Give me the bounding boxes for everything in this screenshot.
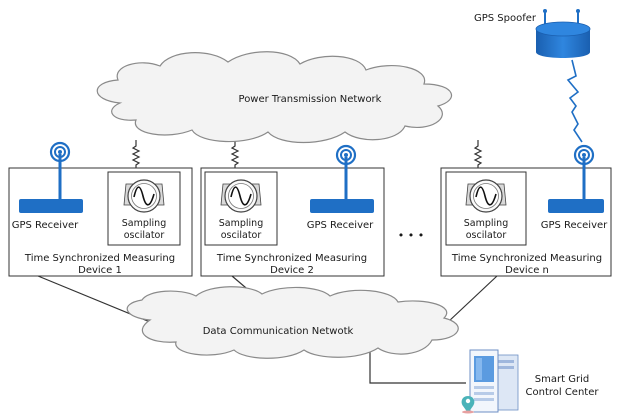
device-1: GPS Receiver Sampling oscilator Time Syn…: [8, 141, 193, 277]
gps-antenna-icon: [573, 144, 595, 199]
device-title-line2: Device n: [505, 265, 549, 276]
gps-spoofer-label: GPS Spoofer: [474, 13, 537, 24]
power-network-cloud: Power Transmission Network: [96, 51, 453, 144]
server-building-icon: [461, 349, 519, 414]
oscilloscope-icon: [220, 179, 262, 213]
gps-receiver-box: [548, 199, 604, 213]
oscillator-label-line1: Sampling: [464, 218, 508, 229]
oscillator-label-line2: oscilator: [124, 230, 165, 241]
gps-receiver-label: GPS Receiver: [541, 220, 608, 231]
gps-receiver-box: [19, 199, 83, 213]
data-network-cloud: Data Communication Netwotk: [126, 286, 459, 359]
power-network-label: Power Transmission Network: [239, 94, 382, 105]
spoofer-device-icon: [535, 9, 591, 58]
gps-antenna-icon: [49, 141, 71, 199]
power-link-device2: [230, 140, 240, 172]
data-network-label: Data Communication Netwotk: [203, 326, 354, 337]
device-title-line1: Time Synchronized Measuring: [216, 253, 367, 264]
control-center-label-line2: Control Center: [526, 387, 600, 398]
gps-receiver-box: [310, 199, 374, 213]
oscillator-label-line1: Sampling: [122, 218, 166, 229]
gps-spoofer: GPS Spoofer: [474, 9, 591, 143]
link-devicen-data: [447, 275, 498, 323]
power-link-device1: [131, 140, 141, 172]
link-data-control: [369, 352, 466, 384]
control-center: Smart Grid Control Center: [461, 349, 600, 414]
oscilloscope-icon: [123, 179, 165, 213]
device-2: Sampling oscilator GPS Receiver Time Syn…: [200, 144, 385, 277]
device-title-line1: Time Synchronized Measuring: [451, 253, 602, 264]
device-title-line2: Device 1: [78, 265, 122, 276]
oscillator-label-line2: oscilator: [221, 230, 262, 241]
oscillator-label-line1: Sampling: [219, 218, 263, 229]
device-n: Sampling oscilator GPS Receiver Time Syn…: [440, 144, 612, 277]
device-title-line2: Device 2: [270, 265, 314, 276]
oscilloscope-icon: [465, 179, 507, 213]
gps-antenna-icon: [335, 144, 357, 199]
power-link-devicen: [473, 140, 483, 172]
gps-receiver-label: GPS Receiver: [12, 220, 79, 231]
control-center-label-line1: Smart Grid: [535, 374, 589, 385]
oscillator-label-line2: oscilator: [466, 230, 507, 241]
gps-receiver-label: GPS Receiver: [307, 220, 374, 231]
device-title-line1: Time Synchronized Measuring: [24, 253, 175, 264]
more-devices-ellipsis: • • •: [398, 229, 424, 242]
spoofing-signal-line: [566, 59, 583, 143]
